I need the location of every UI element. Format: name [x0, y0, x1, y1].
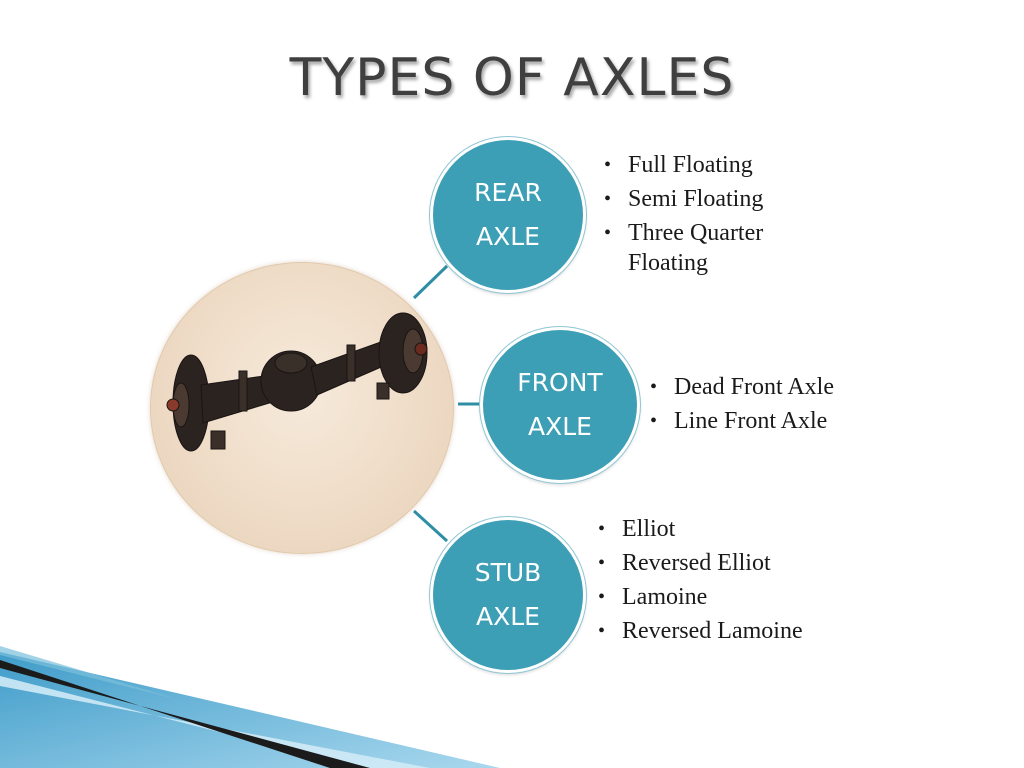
list-item: Lamoine [594, 582, 824, 612]
list-item: Semi Floating [600, 184, 820, 214]
rear-axle-node: REAR AXLE [430, 137, 586, 293]
list-item: Dead Front Axle [646, 372, 906, 402]
list-item: Reversed Elliot [594, 548, 824, 578]
rear-axle-label-line2: AXLE [476, 222, 540, 251]
connector-stub [412, 509, 449, 543]
list-item: Full Floating [600, 150, 820, 180]
front-axle-bullets: Dead Front Axle Line Front Axle [646, 372, 906, 440]
front-axle-label-line2: AXLE [528, 412, 592, 441]
rear-axle-bullets: Full Floating Semi Floating Three Quarte… [600, 150, 820, 282]
stub-axle-node: STUB AXLE [430, 517, 586, 673]
list-item: Three Quarter Floating [600, 218, 820, 278]
rear-axle-label-line1: REAR [474, 178, 542, 207]
axle-photo [150, 262, 454, 554]
connector-rear [412, 264, 449, 300]
list-item: Reversed Lamoine [594, 616, 824, 646]
front-axle-label-line1: FRONT [517, 368, 603, 397]
list-item: Elliot [594, 514, 824, 544]
front-axle-node: FRONT AXLE [480, 327, 640, 483]
list-item: Line Front Axle [646, 406, 906, 436]
stub-axle-bullets: Elliot Reversed Elliot Lamoine Reversed … [594, 514, 824, 650]
axle-assembly-icon [166, 312, 428, 452]
stub-axle-label-line2: AXLE [476, 602, 540, 631]
stub-axle-label-line1: STUB [474, 558, 542, 587]
slide-title: TYPES OF AXLES [289, 48, 735, 108]
